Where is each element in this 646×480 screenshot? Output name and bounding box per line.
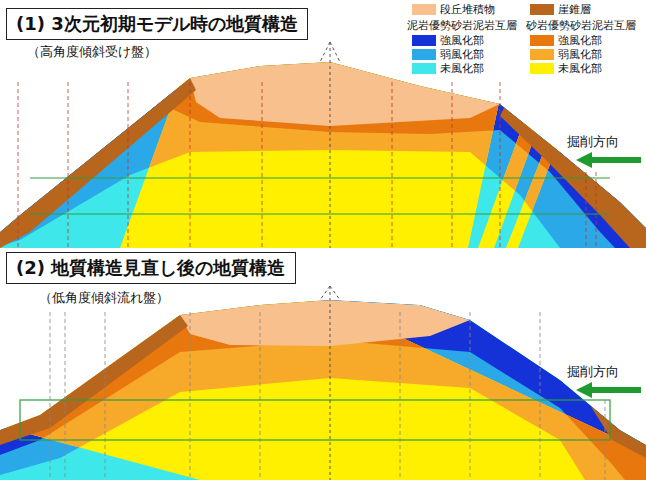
title-text: (2) 地質構造見直し後の地質構造 bbox=[16, 256, 286, 280]
legend-text: 未風化部 bbox=[440, 62, 484, 75]
legend-swatch bbox=[530, 63, 554, 74]
legend-swatch bbox=[530, 4, 554, 15]
peak-guide bbox=[320, 286, 340, 480]
legend-swatch bbox=[530, 49, 554, 60]
excavation-arrow bbox=[576, 382, 641, 398]
legend-text: 崖錐層 bbox=[558, 3, 591, 16]
tunnel-lines bbox=[30, 178, 610, 214]
title-box: (1) 3次元初期モデル時の地質構造 bbox=[6, 8, 308, 40]
legend-swatch bbox=[412, 49, 436, 60]
legend-text: 未風化部 bbox=[558, 62, 602, 75]
section-2 bbox=[0, 280, 646, 480]
title-box: (2) 地質構造見直し後の地質構造 bbox=[6, 252, 296, 284]
peak-guide bbox=[320, 42, 340, 248]
legend-text: 弱風化部 bbox=[558, 48, 602, 61]
legend-heading: 泥岩優勢砂岩泥岩互層 bbox=[406, 19, 518, 32]
section-1 bbox=[0, 40, 646, 250]
legend-text: 段丘堆積物 bbox=[440, 3, 495, 16]
tunnel-outline bbox=[20, 400, 610, 440]
note-label: 掘削方向 bbox=[566, 364, 620, 379]
note-label: 掘削方向 bbox=[566, 134, 620, 149]
excavation-arrow bbox=[576, 152, 641, 168]
legend-swatch bbox=[412, 4, 436, 15]
section-lines bbox=[50, 312, 605, 480]
legend-swatch bbox=[412, 63, 436, 74]
legend-text: 弱風化部 bbox=[440, 48, 484, 61]
legend-heading: 砂岩優勢砂岩泥岩互層 bbox=[525, 19, 637, 32]
legend-text: 強風化部 bbox=[558, 34, 602, 47]
legend-swatch bbox=[412, 35, 436, 46]
note-label: （高角度傾斜受け盤） bbox=[26, 44, 158, 59]
title-text: (1) 3次元初期モデル時の地質構造 bbox=[16, 12, 298, 36]
section-lines bbox=[18, 82, 596, 248]
note-label: （低角度傾斜流れ盤） bbox=[38, 290, 170, 305]
legend-text: 強風化部 bbox=[440, 34, 484, 47]
legend-swatch bbox=[530, 35, 554, 46]
